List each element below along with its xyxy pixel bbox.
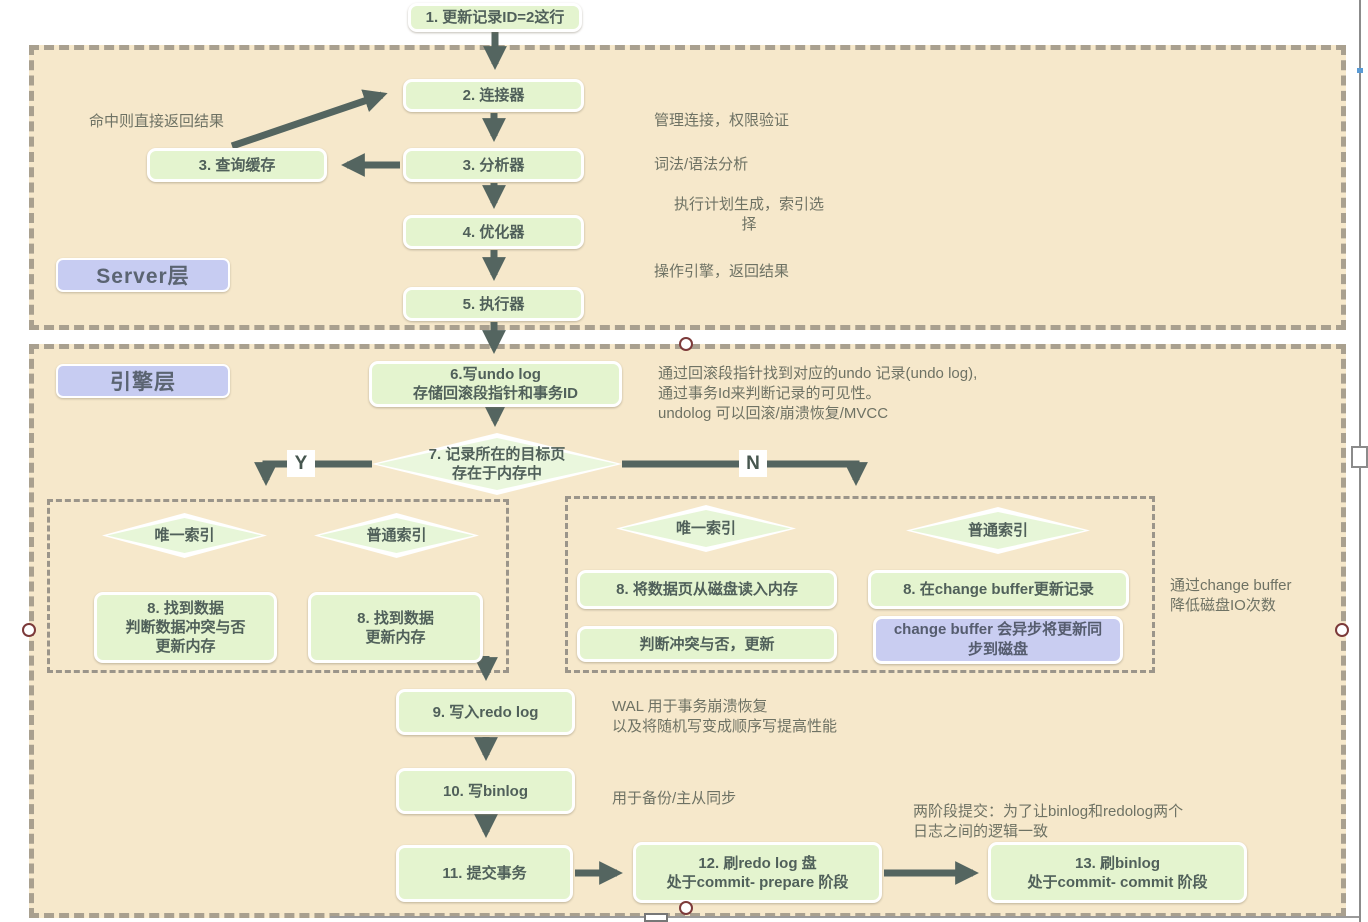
right-edge-handle[interactable] xyxy=(1351,446,1368,468)
node-connector: 2. 连接器 xyxy=(403,79,584,112)
note-wal: WAL 用于事务崩溃恢复 以及将随机写变成顺序写提高性能 xyxy=(612,698,838,735)
branch-label-yes: Y xyxy=(287,450,315,477)
node-start: 1. 更新记录ID=2这行 xyxy=(408,3,582,32)
memory-hit-group xyxy=(47,499,509,673)
decision-unique-index-hit: 唯一索引 xyxy=(102,513,267,558)
node-executor: 5. 执行器 xyxy=(403,287,584,321)
node-find-data-update: 8. 找到数据 更新内存 xyxy=(308,592,483,663)
node-change-buffer-async: change buffer 会异步将更新同 步到磁盘 xyxy=(873,616,1123,664)
node-write-undo-log: 6.写undo log 存储回滚段指针和事务ID xyxy=(369,361,622,407)
memory-miss-group xyxy=(565,496,1155,673)
selection-handle-left[interactable] xyxy=(22,623,36,637)
note-connector: 管理连接，权限验证 xyxy=(654,112,790,129)
note-binlog-purpose: 用于备份/主从同步 xyxy=(612,790,737,807)
node-query-cache: 3. 查询缓存 xyxy=(147,148,327,182)
note-undo-log: 通过回滚段指针找到对应的undo 记录(undo log), 通过事务Id来判断… xyxy=(658,365,978,422)
bottom-edge-handle[interactable] xyxy=(644,913,668,922)
server-layer-container xyxy=(29,45,1346,330)
right-edge-marker xyxy=(1357,68,1363,73)
node-write-binlog: 10. 写binlog xyxy=(396,768,575,814)
decision-unique-index-miss: 唯一索引 xyxy=(616,505,796,552)
node-analyzer: 3. 分析器 xyxy=(403,148,584,182)
selection-handle-right[interactable] xyxy=(1335,623,1349,637)
server-layer-label: Server层 xyxy=(56,258,230,292)
decision-normal-index-hit: 普通索引 xyxy=(314,513,479,558)
node-flush-binlog: 13. 刷binlog 处于commit- commit 阶段 xyxy=(988,842,1247,903)
note-executor: 操作引擎，返回结果 xyxy=(654,263,790,280)
node-find-data-check-conflict: 8. 找到数据 判断数据冲突与否 更新内存 xyxy=(94,592,277,663)
node-change-buffer-update: 8. 在change buffer更新记录 xyxy=(868,570,1129,609)
note-change-buffer: 通过change buffer 降低磁盘IO次数 xyxy=(1170,577,1292,614)
decision-normal-index-miss: 普通索引 xyxy=(906,507,1090,554)
node-check-conflict-update: 判断冲突与否，更新 xyxy=(577,626,837,662)
engine-layer-label: 引擎层 xyxy=(56,364,230,398)
node-flush-redo-log: 12. 刷redo log 盘 处于commit- prepare 阶段 xyxy=(633,842,882,903)
note-analyzer: 词法/语法分析 xyxy=(654,156,749,173)
selection-handle-top[interactable] xyxy=(679,337,693,351)
selection-handle-bottom[interactable] xyxy=(679,901,693,915)
node-read-page-from-disk: 8. 将数据页从磁盘读入内存 xyxy=(577,570,837,609)
note-optimizer: 执行计划生成，索引选 择 xyxy=(673,196,824,233)
node-optimizer: 4. 优化器 xyxy=(403,215,584,249)
node-commit-transaction: 11. 提交事务 xyxy=(396,845,573,902)
note-two-phase-commit: 两阶段提交：为了让binlog和redolog两个 日志之间的逻辑一致 xyxy=(913,803,1184,840)
node-write-redo-log: 9. 写入redo log xyxy=(396,689,575,735)
decision-page-in-memory: 7. 记录所在的目标页 存在于内存中 xyxy=(372,433,622,495)
branch-label-no: N xyxy=(739,450,767,477)
note-cache-hit: 命中则直接返回结果 xyxy=(89,113,225,130)
bottom-window-edge xyxy=(330,916,1360,918)
